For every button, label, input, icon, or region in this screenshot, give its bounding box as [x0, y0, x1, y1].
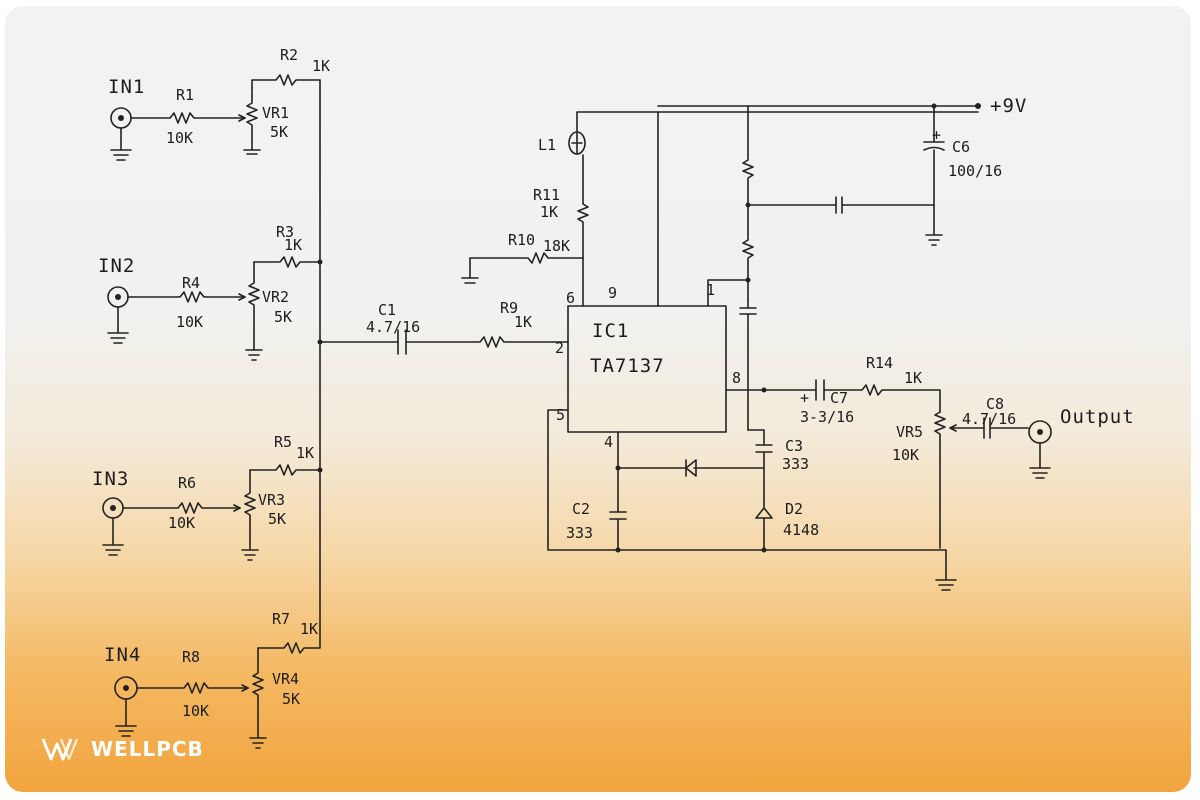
- r6-name: R6: [178, 474, 196, 492]
- vr2-name: VR2: [262, 288, 289, 306]
- r11-name: R11: [533, 186, 560, 204]
- c7-plus: +: [800, 389, 809, 407]
- vr4-value: 5K: [282, 690, 300, 708]
- r8-value: 10K: [182, 702, 209, 720]
- r4-name: R4: [182, 274, 200, 292]
- r1-value: 10K: [166, 129, 193, 147]
- in3-label: IN3: [92, 468, 129, 490]
- c7-value: 3-3/16: [800, 408, 854, 426]
- r11-value: 1K: [540, 203, 558, 221]
- input-2-channel: IN2 R4 10K VR2 5K R3 1K: [98, 223, 323, 361]
- pin-8-label: 8: [732, 369, 741, 387]
- r3-name: R3: [276, 223, 294, 241]
- r5-name: R5: [274, 433, 292, 451]
- c8-value: 4.7/16: [962, 410, 1016, 428]
- ic1-name: IC1: [592, 320, 629, 342]
- r7-value: 1K: [300, 620, 318, 638]
- r14-name: R14: [866, 354, 893, 372]
- output-network: + C7 3-3/16 R14 1K VR5 10K C8 4.7/16 Out…: [725, 354, 1135, 549]
- in3-jack-icon: [102, 497, 124, 556]
- input-1-channel: IN1 R1 10K VR1 5K R2 1K: [108, 46, 330, 161]
- in2-jack-icon: [107, 286, 129, 344]
- d2-value: 4148: [783, 521, 819, 539]
- r10-name: R10: [508, 231, 535, 249]
- vr5-value: 10K: [892, 446, 919, 464]
- r9-name: R9: [500, 299, 518, 317]
- wellpcb-mark-icon: [41, 738, 78, 761]
- c6-name: C6: [952, 138, 970, 156]
- in4-label: IN4: [104, 644, 141, 666]
- supply-label: +9V: [990, 95, 1027, 117]
- wellpcb-logo: WELLPCB: [41, 736, 204, 762]
- d2-name: D2: [785, 500, 803, 518]
- r9-value: 1K: [514, 313, 532, 331]
- c8-name: C8: [986, 395, 1004, 413]
- ic1-part: TA7137: [590, 355, 665, 377]
- vr3-value: 5K: [268, 510, 286, 528]
- c3-name: C3: [785, 437, 803, 455]
- pin-9-label: 9: [608, 284, 617, 302]
- output-label: Output: [1060, 406, 1135, 428]
- r3-value: 1K: [284, 236, 302, 254]
- ic1-block: IC1 TA7137 2 6 9 1 8 5 4: [555, 281, 741, 451]
- r4-value: 10K: [176, 313, 203, 331]
- c2-name: C2: [572, 500, 590, 518]
- input-3-channel: IN3 R6 10K VR3 5K R5 1K: [92, 433, 323, 561]
- r10-value: 18K: [543, 237, 570, 255]
- vr5-name: VR5: [896, 423, 923, 441]
- schematic-paper: IN1 R1 10K VR1 5K R2 1K IN2: [5, 6, 1191, 792]
- c1-value: 4.7/16: [366, 318, 420, 336]
- vr4-name: VR4: [272, 670, 299, 688]
- r1-name: R1: [176, 86, 194, 104]
- vr3-name: VR3: [258, 491, 285, 509]
- l1-lamp-icon: [568, 111, 659, 155]
- r2-value: 1K: [312, 57, 330, 75]
- in4-jack-icon: [114, 676, 138, 737]
- logo-text: WELLPCB: [91, 737, 204, 761]
- c1-name: C1: [378, 301, 396, 319]
- pin6-network: L1 R11 1K R10 18K: [461, 111, 659, 307]
- r5-value: 1K: [296, 444, 314, 462]
- vr1-name: VR1: [262, 104, 289, 122]
- in1-jack-icon: [110, 107, 132, 161]
- mixer-to-ic-path: C1 4.7/16 R9 1K: [317, 299, 569, 355]
- output-jack-icon: [1028, 420, 1052, 479]
- r6-value: 10K: [168, 514, 195, 532]
- c6-value: 100/16: [948, 162, 1002, 180]
- r8-name: R8: [182, 648, 200, 666]
- r2-name: R2: [280, 46, 298, 64]
- input-4-channel: IN4 R8 10K VR4 5K R7 1K: [104, 79, 321, 749]
- c3-value: 333: [782, 455, 809, 473]
- vr1-value: 5K: [270, 123, 288, 141]
- c2-value: 333: [566, 524, 593, 542]
- c6-plus: +: [932, 126, 941, 144]
- pin-6-label: 6: [566, 289, 575, 307]
- in2-label: IN2: [98, 255, 135, 277]
- supply-rail: +9V + C6 100/16: [657, 95, 1027, 431]
- l1-name: L1: [538, 136, 556, 154]
- pin-2-label: 2: [555, 339, 564, 357]
- lower-network: C3 333 D2 4148 C2 333: [547, 409, 957, 591]
- pin-1-label: 1: [706, 281, 715, 299]
- in1-label: IN1: [108, 76, 145, 98]
- pin-4-label: 4: [604, 433, 613, 451]
- pin-5-label: 5: [556, 406, 565, 424]
- r14-value: 1K: [904, 369, 922, 387]
- circuit-schematic: IN1 R1 10K VR1 5K R2 1K IN2: [92, 46, 1135, 749]
- c7-name: C7: [830, 389, 848, 407]
- vr2-value: 5K: [274, 308, 292, 326]
- r7-name: R7: [272, 610, 290, 628]
